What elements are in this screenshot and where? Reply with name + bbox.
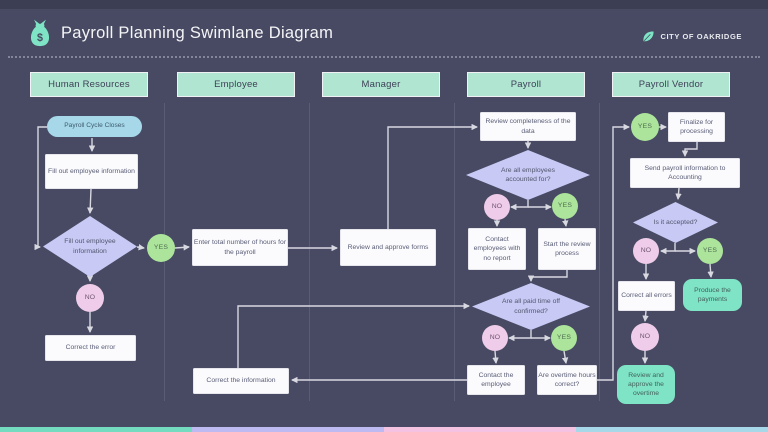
process-finalize-for-processing: Finalize for processing: [668, 112, 725, 142]
process-review-completeness: Review completeness of the data: [480, 112, 576, 141]
process-overtime-hours-correct: Are overtime hours correct?: [537, 365, 597, 395]
lane-header-employee: Employee: [177, 72, 295, 97]
start-payroll-cycle-closes: Payroll Cycle Closes: [47, 116, 142, 137]
process-send-payroll-to-accounting: Send payroll information to Accounting: [630, 158, 740, 188]
lane-header-payroll: Payroll: [467, 72, 585, 97]
brand-logo: CITY OF OAKRIDGE: [642, 30, 742, 43]
process-contact-employees-no-report: Contact employees with no report: [468, 228, 526, 270]
page-title: Payroll Planning Swimlane Diagram: [61, 24, 334, 42]
overtime-no-badge: NO: [631, 323, 659, 351]
leaf-icon: [643, 31, 654, 42]
vendor-yes-badge: YES: [631, 113, 659, 141]
footer-color-stripe: [0, 427, 768, 432]
process-contact-the-employee: Contact the employee: [467, 365, 525, 395]
pto-yes-badge: YES: [551, 325, 577, 351]
money-bag-icon: $: [26, 18, 54, 55]
accepted-yes-badge: YES: [697, 238, 723, 264]
stripe-segment: [0, 427, 192, 432]
accepted-no-badge: NO: [633, 238, 659, 264]
accounted-no-badge: NO: [484, 194, 510, 220]
stripe-segment: [576, 427, 768, 432]
brand-name: CITY OF OAKRIDGE: [660, 32, 742, 41]
lane-header-manager: Manager: [322, 72, 440, 97]
stripe-segment: [192, 427, 384, 432]
top-strip: [0, 0, 768, 9]
stripe-segment: [384, 427, 576, 432]
end-produce-the-payments: Produce the payments: [683, 279, 742, 311]
process-start-review-process: Start the review process: [538, 228, 596, 270]
process-correct-the-error: Correct the error: [45, 335, 136, 361]
hr-yes-badge: YES: [147, 234, 175, 262]
process-correct-the-information: Correct the information: [193, 368, 289, 394]
process-fill-out-employee-information: Fill out employee information: [45, 154, 138, 189]
lane-header-human-resources: Human Resources: [30, 72, 148, 97]
process-correct-all-errors: Correct all errors: [618, 281, 675, 311]
pto-no-badge: NO: [482, 325, 508, 351]
header-divider: [8, 56, 760, 58]
accounted-yes-badge: YES: [552, 193, 578, 219]
lane-header-payroll-vendor: Payroll Vendor: [612, 72, 730, 97]
svg-text:$: $: [37, 32, 43, 44]
end-review-approve-overtime: Review and approve the overtime: [617, 365, 675, 404]
process-review-approve-forms: Review and approve forms: [340, 229, 436, 266]
process-enter-total-hours: Enter total number of hours for the payr…: [192, 229, 288, 266]
hr-no-badge: NO: [76, 284, 104, 312]
